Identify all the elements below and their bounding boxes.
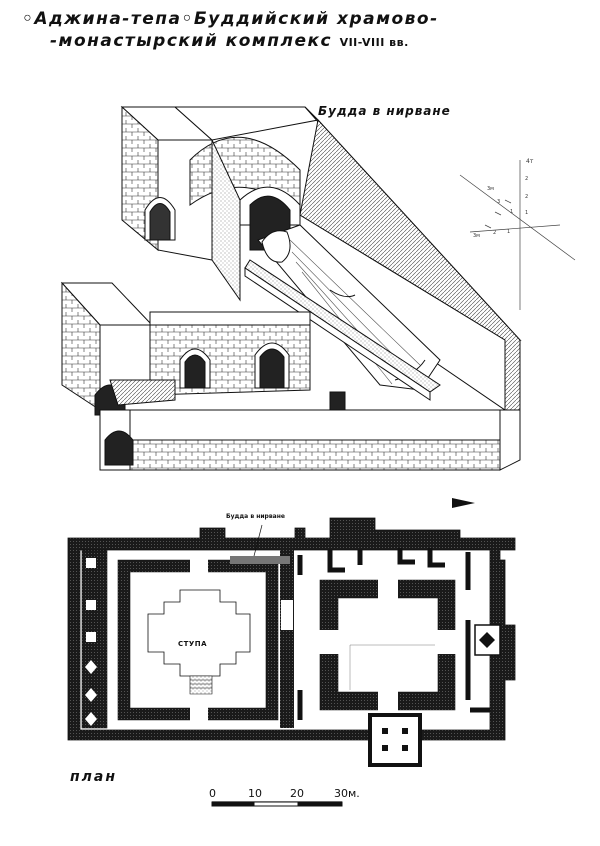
title-period: VII-VIII вв. xyxy=(339,36,409,49)
scale-tick-30: 30м. xyxy=(334,787,360,800)
front-wall xyxy=(99,439,501,471)
stupa xyxy=(147,589,251,677)
floor-plan xyxy=(67,517,516,767)
title-line-1: ◦Аджина-тепа◦Буддийский храмово- xyxy=(22,9,439,29)
svg-text:3м: 3м xyxy=(487,186,494,192)
plan-title: план xyxy=(70,769,118,785)
title-line-2: -монастырский комплекс xyxy=(50,31,340,51)
stupa-label: СТУПА xyxy=(178,640,208,648)
plan-buddha-label: Будда в нирване xyxy=(226,513,285,520)
svg-text:1: 1 xyxy=(507,229,510,235)
svg-text:1: 1 xyxy=(510,209,513,215)
svg-text:2: 2 xyxy=(525,194,528,200)
buddha-pointer xyxy=(253,524,263,557)
svg-text:2: 2 xyxy=(493,230,496,236)
axonometric-view xyxy=(60,105,522,471)
north-arrow-icon xyxy=(452,498,475,508)
svg-text:3м: 3м xyxy=(473,233,480,239)
buddha-figure xyxy=(257,224,441,391)
scale-tick-20: 20 xyxy=(290,787,304,800)
page-title: ◦Аджина-тепа◦Буддийский храмово- -монаст… xyxy=(22,8,582,54)
scale-bar xyxy=(211,801,343,807)
buddha-caption: Будда в нирване xyxy=(318,104,451,118)
svg-text:3: 3 xyxy=(497,199,500,205)
scale-tick-10: 10 xyxy=(248,787,262,800)
svg-text:2: 2 xyxy=(525,176,528,182)
scale-tick-0: 0 xyxy=(209,787,216,800)
axes-glyph xyxy=(459,160,576,310)
axis-z-label: 4т xyxy=(526,158,534,165)
svg-text:1: 1 xyxy=(525,210,528,216)
